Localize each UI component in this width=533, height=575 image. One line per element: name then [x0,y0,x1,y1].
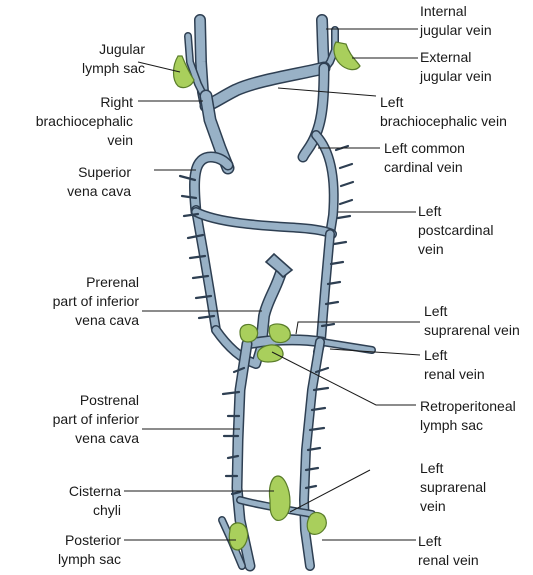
leader-lines [124,28,421,541]
ivc-arrowhead [264,252,294,279]
retroperitoneal-lymph-sac-left [268,323,291,344]
branch-spur [338,162,354,170]
label-posterior-lymph-sac: Posterior lymph sac [57,532,121,567]
left-renal-vein-upper [318,338,376,354]
label-cisterna-chyli: Cisterna chyli [68,483,121,518]
intersegmental-branches [178,144,355,496]
left-brachiocephalic-vein [199,61,331,113]
leader-left-renal-vein-upper [329,348,421,356]
jugular-lymph-sac-right [172,55,195,89]
branch-spur [329,260,345,266]
branch-spur [232,366,246,374]
right-subcardinal-vein [211,325,267,369]
left-supracardinal-vein [299,337,325,571]
branch-spur [182,212,200,218]
leader-left-brachiocephalic-vein [277,87,377,97]
posterior-lymph-sac-right [228,522,249,551]
label-external-jugular-vein: External jugular vein [420,49,492,84]
branch-spur [306,446,322,452]
left-internal-jugular-vein [316,14,330,74]
left-postcardinal-vein-middle [313,229,335,357]
label-left-suprarenal-vein-lower: Left suprarenal vein [420,460,487,514]
right-external-jugular-vein [184,32,208,100]
branch-spur [197,314,216,320]
right-common-cardinal-vein [189,151,234,218]
label-internal-jugular-vein: Internal jugular vein [420,3,492,38]
leader-jugular-lymph-sac [137,61,181,73]
branch-spur [194,294,213,300]
jugular-lymph-sac-left [333,41,361,71]
label-left-common-cardinal-vein: Left common cardinal vein [384,140,465,175]
label-left-renal-vein-lower: Left renal vein [418,533,479,568]
branch-spur [304,466,320,472]
branch-spur [324,300,340,306]
upper-anastomosis [191,207,337,239]
retroperitoneal-lymph-sac-lower [256,344,284,363]
branch-spur [186,233,205,240]
lymph-sacs [172,41,361,551]
label-prerenal-ivc: Prerenal part of inferior vena cava [52,274,139,328]
prerenal-ivc [256,264,288,342]
branch-spur [226,454,240,460]
posterior-lymph-sac-left [306,511,327,535]
right-postcardinal-vein-upper [191,205,221,335]
label-postrenal-ivc: Postrenal part of inferior vena cava [52,392,139,446]
branch-spur [314,366,330,374]
branch-spur [304,484,318,490]
label-left-brachiocephalic-vein: Left brachiocephalic vein [380,94,507,129]
branch-spur [336,214,352,220]
leader-retroperitoneal-lymph-sac [271,351,416,406]
branch-spur [320,322,336,328]
branch-spur [312,386,330,392]
retroperitoneal-lymph-sac-right [239,323,259,343]
label-left-postcardinal-vein: Left postcardinal vein [418,203,494,257]
branch-spur [338,198,354,206]
branch-spur [230,490,242,496]
branch-spur [332,240,348,246]
cisterna-chyli [268,475,291,521]
leader-left-suprarenal-vein-lower [289,469,371,513]
label-left-suprarenal-vein-upper: Left suprarenal vein [424,303,520,338]
branch-spur [191,274,210,280]
branch-spur [339,180,355,188]
branch-spur [178,174,197,182]
left-postcardinal-vein-upper [311,130,339,239]
label-superior-vena-cava: Superior vena cava [67,164,131,199]
branch-spur [310,406,327,412]
label-right-brachiocephalic-vein: Right brachiocephalic vein [35,94,133,148]
branch-spur [326,280,342,286]
branch-spur [188,254,207,260]
label-left-renal-vein-upper: Left renal vein [424,347,485,382]
label-jugular-lymph-sac: Jugular lymph sac [81,41,145,76]
branch-spur [308,426,326,432]
branch-spur [221,390,241,396]
leader-left-suprarenal-vein-upper [295,321,420,335]
label-retroperitoneal-lymph-sac: Retroperitoneal lymph sac [420,398,516,433]
branch-spur [180,194,198,200]
vein-network [184,14,376,572]
